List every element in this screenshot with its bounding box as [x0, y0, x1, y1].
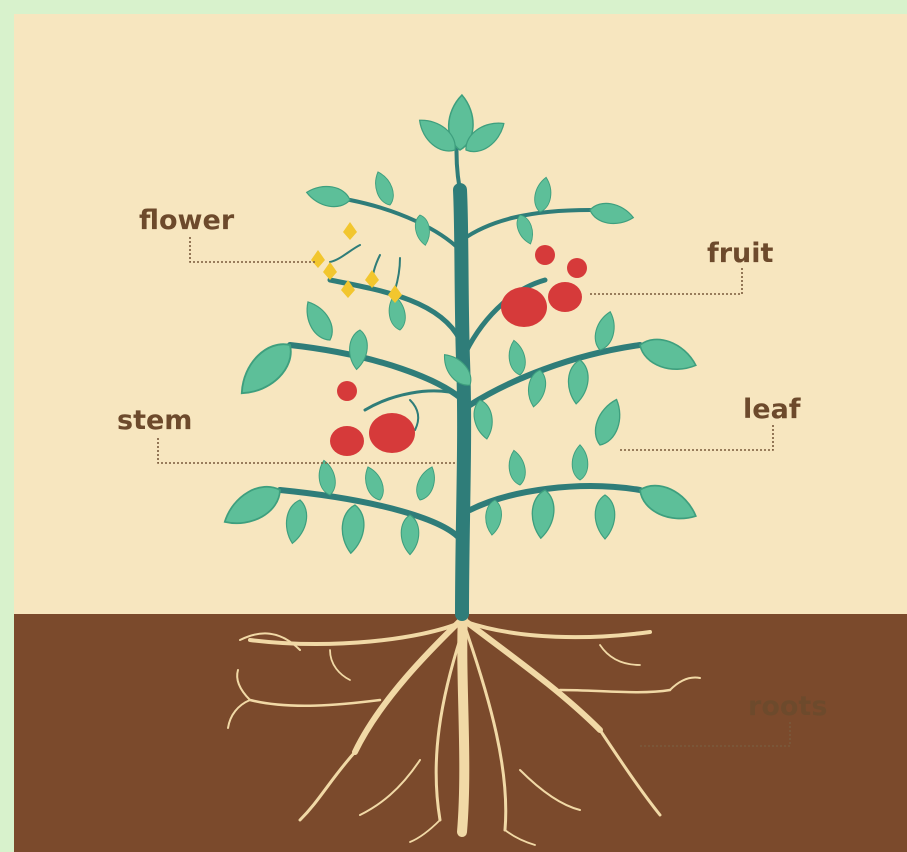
label-leaf: leaf	[743, 394, 801, 425]
label-stem: stem	[117, 405, 192, 436]
label-fruit: fruit	[707, 238, 774, 269]
label-roots: roots	[748, 691, 827, 722]
stem-illustration	[460, 190, 464, 614]
label-flower: flower	[139, 205, 235, 236]
